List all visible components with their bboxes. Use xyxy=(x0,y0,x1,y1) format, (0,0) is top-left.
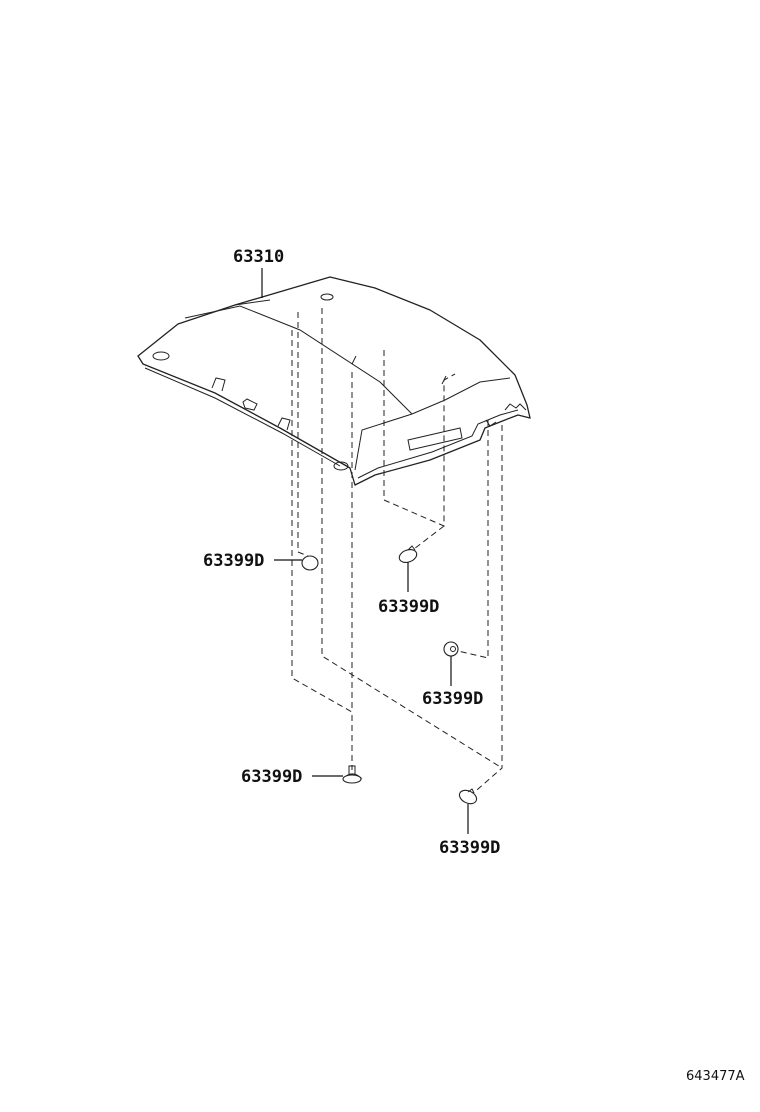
round-clip-icon xyxy=(398,545,418,563)
roof-headliner-icon xyxy=(137,276,531,486)
assembly-guide-lines xyxy=(291,308,503,797)
part-number-headliner: 63310 xyxy=(233,247,284,267)
round-clip-icon xyxy=(458,788,478,805)
part-number-clip-2: 63399D xyxy=(378,597,439,617)
part-number-clip-1: 63399D xyxy=(203,551,264,571)
push-clip-icon xyxy=(342,765,363,784)
round-clip-icon xyxy=(301,555,319,571)
round-clip-icon xyxy=(443,641,459,657)
part-number-clip-4: 63399D xyxy=(241,767,302,787)
part-number-clip-3: 63399D xyxy=(422,689,483,709)
illustration-id: 643477A xyxy=(686,1069,745,1084)
part-number-clip-5: 63399D xyxy=(439,838,500,858)
